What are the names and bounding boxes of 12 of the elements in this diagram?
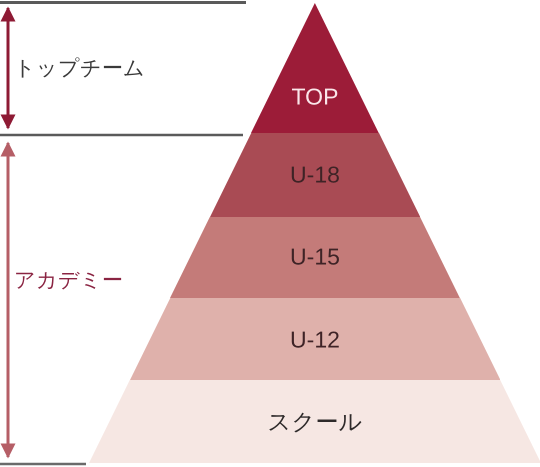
pyramid-tier [130, 298, 500, 380]
tier-label: U-18 [290, 162, 340, 188]
pyramid-tier [89, 380, 540, 463]
group-label: トップチーム [14, 56, 145, 82]
tier-label: TOP [292, 84, 338, 110]
pyramid-tier [210, 133, 420, 217]
tier-label: U-12 [290, 327, 340, 353]
pyramid-tier [170, 217, 460, 298]
group-label: アカデミー [14, 268, 123, 294]
tier-label: U-15 [290, 244, 340, 270]
tier-label: スクール [268, 409, 362, 435]
pyramid-tier [251, 3, 379, 133]
